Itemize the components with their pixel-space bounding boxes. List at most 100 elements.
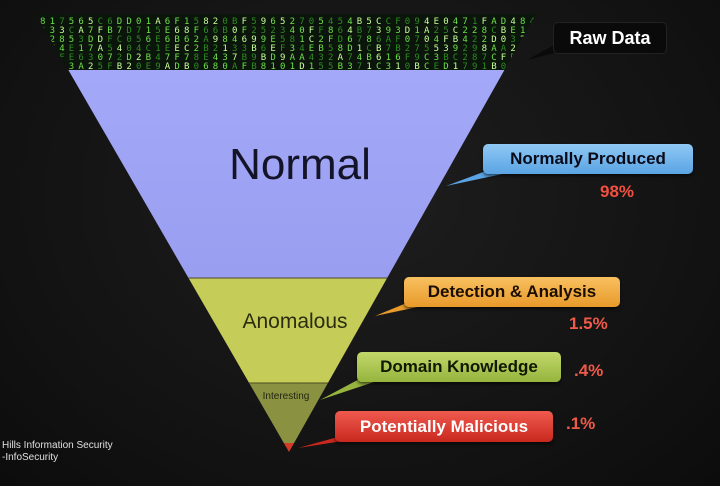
matrix-glyph: 6	[165, 17, 170, 27]
matrix-glyph: 5	[338, 17, 343, 27]
matrix-glyph: D	[338, 35, 343, 45]
matrix-glyph: 9	[251, 35, 256, 45]
matrix-glyph: 6	[376, 53, 381, 63]
matrix-glyph: 2	[251, 26, 256, 36]
matrix-glyph: 2	[117, 53, 122, 63]
matrix-glyph: B	[366, 53, 371, 63]
matrix-glyph: 3	[69, 62, 74, 72]
matrix-glyph: 2	[126, 62, 131, 72]
matrix-glyph: 5	[328, 62, 333, 72]
matrix-glyph: 3	[242, 44, 247, 54]
matrix-glyph: 4	[434, 35, 439, 45]
matrix-glyph: 5	[98, 62, 103, 72]
matrix-glyph: 9	[251, 53, 256, 63]
matrix-glyph: 8	[328, 26, 333, 36]
matrix-glyph: 6	[242, 35, 247, 45]
matrix-glyph: 2	[194, 35, 199, 45]
matrix-glyph: 3	[510, 35, 515, 45]
matrix-glyph: D	[520, 44, 525, 54]
matrix-glyph: 4	[309, 53, 314, 63]
matrix-glyph: C	[453, 53, 458, 63]
matrix-glyph: 0	[126, 35, 131, 45]
matrix-glyph: E	[434, 62, 439, 72]
matrix-glyph: 5	[318, 17, 323, 27]
matrix-glyph: F	[242, 26, 247, 36]
matrix-glyph: E	[165, 26, 170, 36]
matrix-glyph: 2	[462, 53, 467, 63]
matrix-glyph: E	[146, 62, 151, 72]
matrix-glyph: 4	[328, 17, 333, 27]
matrix-glyph: E	[434, 17, 439, 27]
matrix-glyph: 3	[347, 62, 352, 72]
matrix-glyph: 8	[366, 35, 371, 45]
matrix-glyph: 0	[309, 17, 314, 27]
matrix-glyph: F	[107, 62, 112, 72]
callout-domain-knowledge: Domain Knowledge	[357, 352, 561, 382]
matrix-glyph: C	[376, 62, 381, 72]
matrix-glyph: 9	[414, 17, 419, 27]
matrix-glyph: 8	[338, 44, 343, 54]
matrix-glyph: 1	[155, 44, 160, 54]
matrix-glyph: 3	[386, 62, 391, 72]
matrix-glyph: 0	[501, 62, 506, 72]
matrix-glyph: 5	[107, 44, 112, 54]
matrix-glyph: D	[98, 35, 103, 45]
matrix-glyph: 4	[136, 44, 141, 54]
matrix-glyph: E	[155, 35, 160, 45]
matrix-glyph: 2	[328, 53, 333, 63]
matrix-glyph: B	[232, 17, 237, 27]
matrix-glyph: 2	[472, 26, 477, 36]
matrix-glyph: 3	[59, 26, 64, 36]
matrix-glyph: C	[98, 17, 103, 27]
matrix-glyph: F	[443, 35, 448, 45]
matrix-glyph: F	[395, 35, 400, 45]
matrix-glyph: 8	[530, 35, 535, 45]
matrix-glyph: B	[414, 62, 419, 72]
percent-detection: 1.5%	[569, 314, 608, 333]
matrix-glyph: 7	[184, 53, 189, 63]
matrix-glyph: 5	[194, 17, 199, 27]
matrix-glyph: F	[280, 44, 285, 54]
matrix-glyph: 7	[414, 35, 419, 45]
matrix-glyph: 0	[443, 17, 448, 27]
matrix-glyph: 1	[270, 62, 275, 72]
matrix-glyph: E	[69, 53, 74, 63]
raw-data-band	[36, 14, 536, 70]
matrix-glyph: 9	[213, 35, 218, 45]
matrix-glyph: 4	[155, 53, 160, 63]
matrix-glyph: B	[501, 26, 506, 36]
matrix-glyph: 9	[386, 26, 391, 36]
matrix-glyph: 2	[405, 44, 410, 54]
matrix-glyph: 7	[462, 62, 467, 72]
matrix-glyph: 5	[251, 17, 256, 27]
matrix-glyph: 4	[424, 17, 429, 27]
matrix-glyph: F	[328, 35, 333, 45]
matrix-glyph: D	[510, 53, 515, 63]
matrix-glyph: D	[491, 35, 496, 45]
matrix-glyph: 2	[462, 44, 467, 54]
matrix-glyph: 5	[366, 17, 371, 27]
matrix-glyph: 1	[184, 17, 189, 27]
matrix-glyph: 1	[472, 17, 477, 27]
matrix-glyph: 4	[510, 17, 515, 27]
matrix-glyph: 5	[530, 44, 535, 54]
matrix-glyph: 8	[482, 44, 487, 54]
matrix-glyph: 1	[386, 53, 391, 63]
matrix-glyph: 2	[136, 53, 141, 63]
matrix-glyph: 0	[126, 44, 131, 54]
matrix-glyph: 7	[165, 53, 170, 63]
matrix-glyph: 5	[280, 17, 285, 27]
matrix-glyph: 2	[270, 26, 275, 36]
matrix-glyph: A	[386, 35, 392, 45]
matrix-glyph: 4	[117, 44, 122, 54]
matrix-glyph: 4	[462, 35, 467, 45]
matrix-glyph: 0	[222, 62, 227, 72]
matrix-glyph: D	[117, 17, 122, 27]
callout-potentially-malicious: Potentially Malicious	[335, 411, 553, 442]
matrix-glyph: 0	[424, 35, 429, 45]
matrix-glyph: D	[443, 62, 448, 72]
matrix-glyph: 2	[194, 44, 199, 54]
matrix-glyph: F	[98, 26, 103, 36]
matrix-glyph: A	[165, 62, 171, 72]
matrix-glyph: D	[126, 26, 131, 36]
